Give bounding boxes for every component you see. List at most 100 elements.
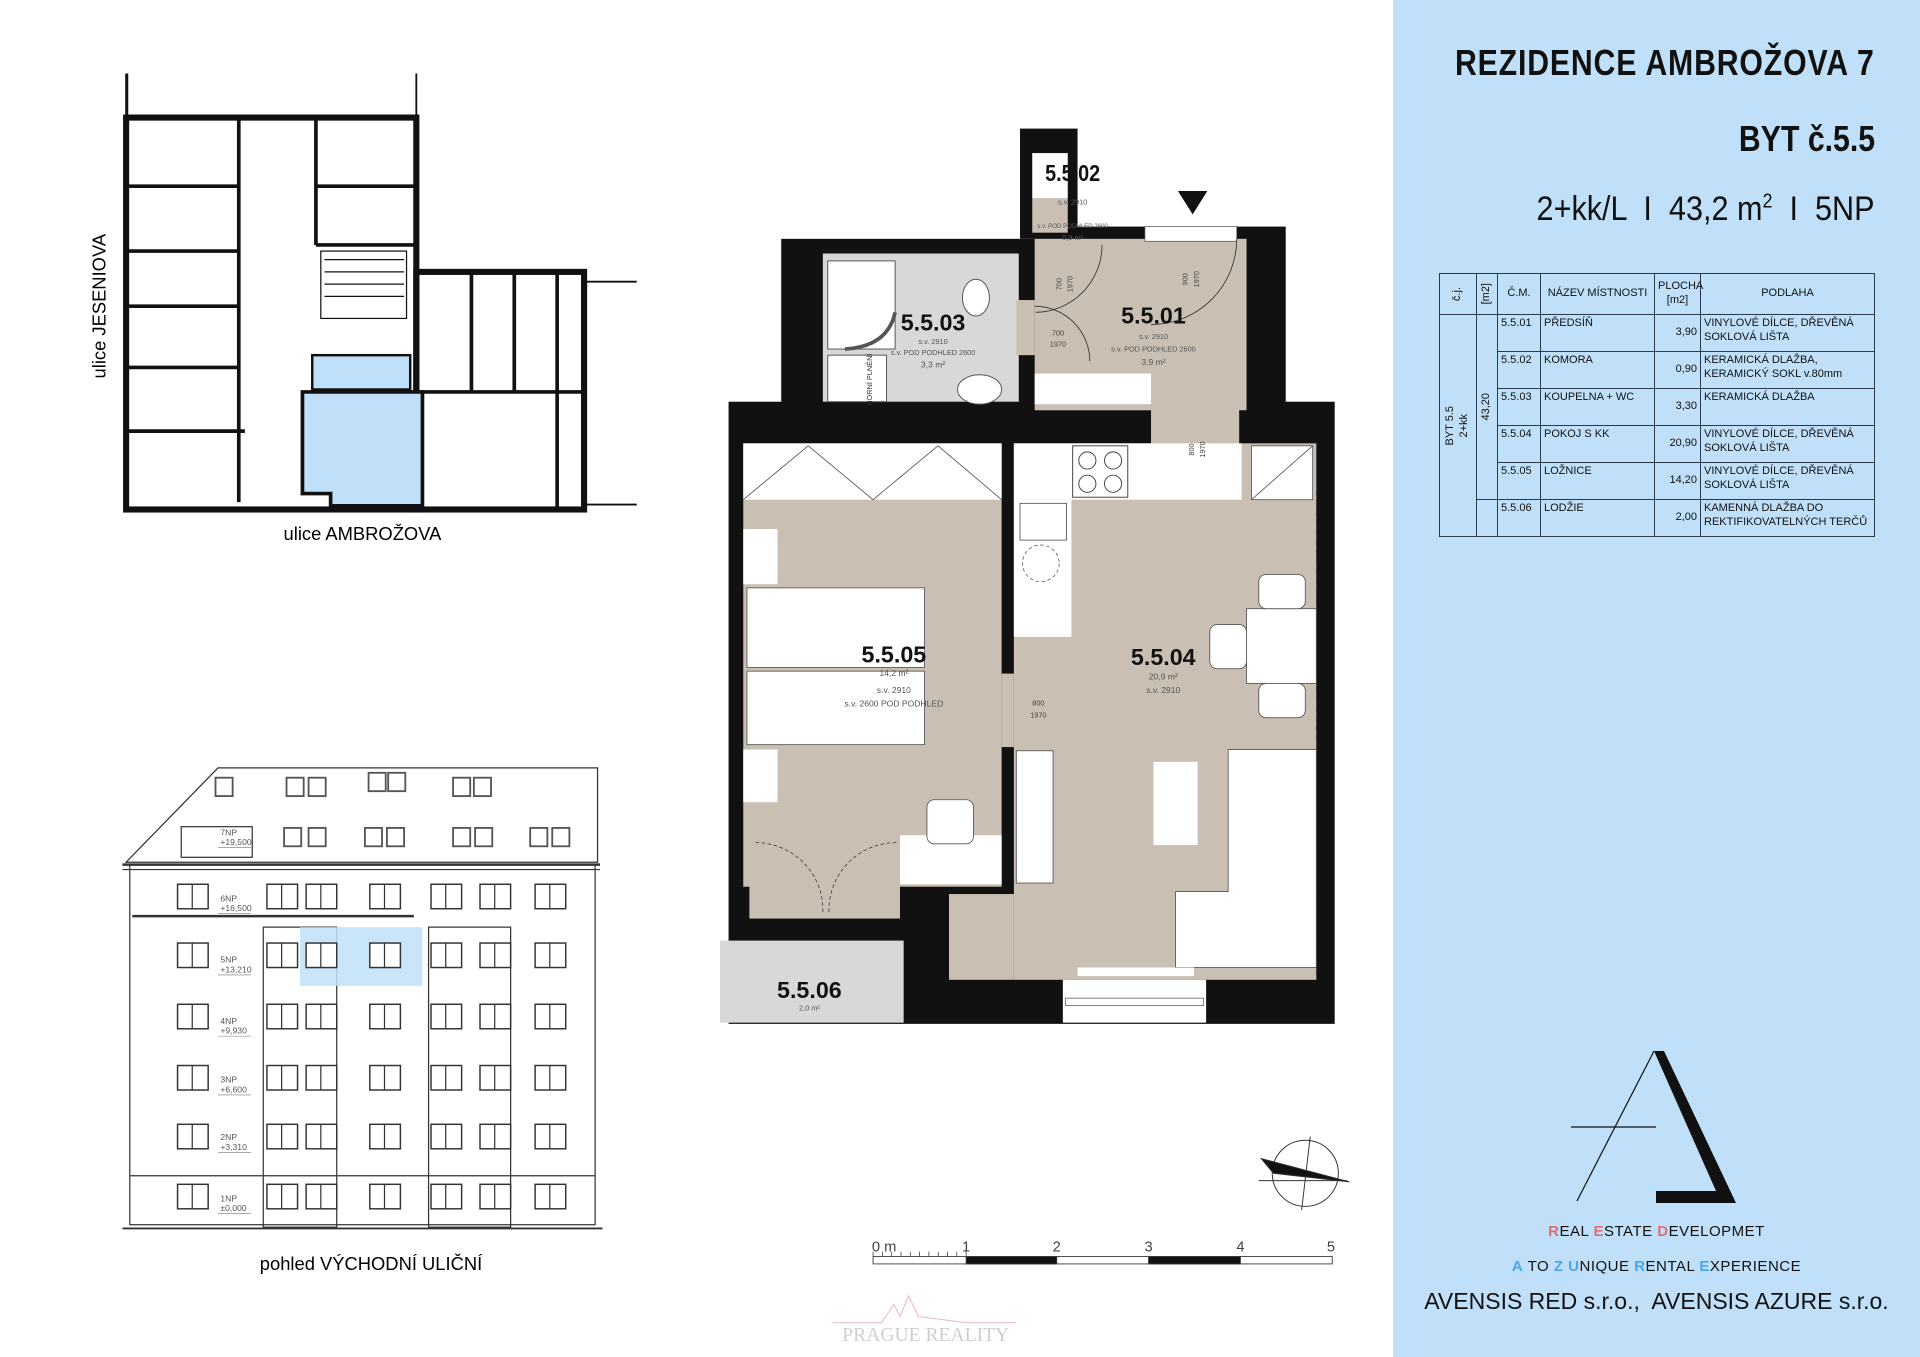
north-arrow-icon (1258, 1136, 1350, 1211)
entrance-arrow-icon (1177, 191, 1208, 215)
room-area: 3,9 m² (1141, 357, 1165, 367)
room-label: 5.5.04 (1131, 644, 1196, 670)
scale-bar (872, 1251, 1333, 1265)
room-ceiling: s.v. POD PODHLED 2600 (1037, 223, 1108, 230)
col-header: č.j. (1439, 273, 1477, 315)
room-id: 5.5.06 (1497, 499, 1541, 537)
room-id: 5.5.02 (1497, 351, 1541, 389)
door-height: 1970 (1198, 441, 1207, 457)
room-floor: VINYLOVÉ DÍLCE, DŘEVĚNÁ SOKLOVÁ LIŠTA (1700, 425, 1875, 463)
scale-label: 5 (1327, 1240, 1335, 1256)
room-name: LODŽIE (1540, 499, 1655, 537)
room-height: s.v. 2910 (1139, 332, 1168, 341)
chair (926, 799, 974, 845)
info-sidebar: REZIDENCE AMBROŽOVA 7 BYT č.5.5 2+kk/L I… (1393, 0, 1920, 1357)
room-height: s.v. 2910 (877, 685, 911, 695)
wardrobe (1015, 750, 1054, 884)
door-width: 900 (1181, 273, 1190, 285)
room-area: 0,90 (1654, 351, 1701, 389)
level-name: 2NP (220, 1132, 237, 1142)
roof-window (387, 771, 407, 793)
roof-window (551, 826, 571, 848)
room-id: 5.5.05 (1497, 462, 1541, 500)
room-name: PŘEDSÍŇ (1540, 314, 1655, 352)
room-area: 3,90 (1654, 314, 1701, 352)
door-height: 1970 (1030, 711, 1046, 720)
level-height: +13,210 (220, 964, 251, 974)
room-schedule-table: č.j. [m2] Č.M. NÁZEV MÍSTNOSTI PLOCHA [m… (1439, 273, 1875, 537)
unit-summary-suffix: I 5NP (1772, 190, 1875, 228)
room-area: 2,00 (1654, 499, 1701, 537)
room-label: 5.5.03 (901, 310, 966, 336)
level-height: ±0,000 (220, 1203, 246, 1213)
roof-window (214, 776, 234, 797)
level-height: +16,500 (220, 903, 251, 913)
elevation-window (534, 1064, 567, 1091)
col-header: Č.M. (1497, 273, 1541, 315)
table-row: 5.5.03 KOUPELNA + WC 3,30 KERAMICKÁ DLAŽ… (1440, 388, 1875, 426)
room-area: 14,20 (1654, 462, 1701, 500)
scale-label: 2 (1053, 1240, 1061, 1256)
level-height: +19,500 (220, 837, 251, 847)
roof-window (367, 771, 387, 793)
door-height: 1970 (1192, 271, 1201, 287)
roof-window (529, 826, 549, 848)
scale-label: 3 (1144, 1240, 1152, 1256)
col-header: PODLAHA (1700, 273, 1875, 315)
room-label: 5.5.05 (862, 642, 927, 668)
roof-window (472, 776, 492, 797)
room-name: POKOJ S KK (1540, 425, 1655, 463)
room-name: KOMORA (1540, 351, 1655, 389)
unit-summary-prefix: 2+kk/L I 43,2 m (1537, 190, 1763, 228)
table-row: 5.5.06 LODŽIE 2,00 KAMENNÁ DLAŽBA DO REK… (1440, 499, 1875, 537)
room-loggia (720, 940, 904, 1023)
door-height: 1970 (1066, 276, 1075, 292)
level-name: 1NP (220, 1193, 237, 1203)
room-floor: KAMENNÁ DLAŽBA DO REKTIFIKOVATELNÝCH TER… (1700, 499, 1875, 537)
roof-window (452, 776, 472, 797)
table-row: 5.5.02 KOMORA 0,90 KERAMICKÁ DLAŽBA, KER… (1440, 351, 1875, 389)
table-row: 5.5.04 POKOJ S KK 20,90 VINYLOVÉ DÍLCE, … (1440, 425, 1875, 463)
kitchen-sink-icon (1019, 502, 1067, 541)
key-floor-plan (123, 73, 637, 513)
room-area: 14,2 m² (879, 668, 908, 678)
roof-window (363, 826, 383, 848)
level-name: 4NP (220, 1016, 237, 1026)
washing-machine-icon (827, 354, 888, 403)
room-label: 5.5.01 (1121, 302, 1186, 328)
roof-window (307, 776, 327, 797)
unit-summary: 2+kk/L I 43,2 m2 I 5NP (1537, 190, 1875, 229)
wardrobe (743, 443, 1002, 500)
elevation-facade (129, 864, 596, 1226)
roof-window (452, 826, 472, 848)
col-header: PLOCHA [m2] (1654, 273, 1703, 315)
room-label: 5.5.02 (1045, 160, 1100, 187)
scale-label: 4 (1236, 1240, 1244, 1256)
elevation-title: pohled VÝCHODNÍ ULIČNÍ (260, 1253, 483, 1274)
room-floor: KERAMICKÁ DLAŽBA (1700, 388, 1875, 426)
door-width: 700 (1055, 278, 1064, 290)
street-label-south: ulice AMBROŽOVA (284, 523, 443, 544)
watermark-logo: PRAGUE REALITY (832, 1294, 1017, 1346)
room-id: 5.5.04 (1497, 425, 1541, 463)
elevation-window (534, 883, 567, 910)
watermark-text: PRAGUE REALITY (842, 1325, 1009, 1346)
elevation-window (534, 1123, 567, 1150)
door-width: 800 (1187, 443, 1196, 455)
room-floor: KERAMICKÁ DLAŽBA, KERAMICKÝ SOKL v.80mm (1700, 351, 1875, 389)
col-header: [m2] (1476, 273, 1498, 315)
apartment-floor-plan: HORNÍ PLNĚNÍ (720, 128, 1335, 1024)
roof-window (307, 826, 327, 848)
room-floor: VINYLOVÉ DÍLCE, DŘEVĚNÁ SOKLOVÁ LIŠTA (1700, 314, 1875, 352)
room-name: LOŽNICE (1540, 462, 1655, 500)
unit-number: BYT č.5.5 (1738, 118, 1875, 159)
room-ceiling: s.v. POD PODHLED 2600 (1111, 344, 1196, 353)
col-header: NÁZEV MÍSTNOSTI (1540, 273, 1655, 315)
toilet-icon (961, 278, 990, 317)
door-width: 700 (1052, 329, 1064, 338)
elevation-window (534, 942, 567, 969)
level-height: +9,930 (220, 1026, 247, 1036)
cooktop-icon (1072, 445, 1129, 498)
room-ceiling: s.v. POD PODHLED 2600 (891, 348, 976, 357)
